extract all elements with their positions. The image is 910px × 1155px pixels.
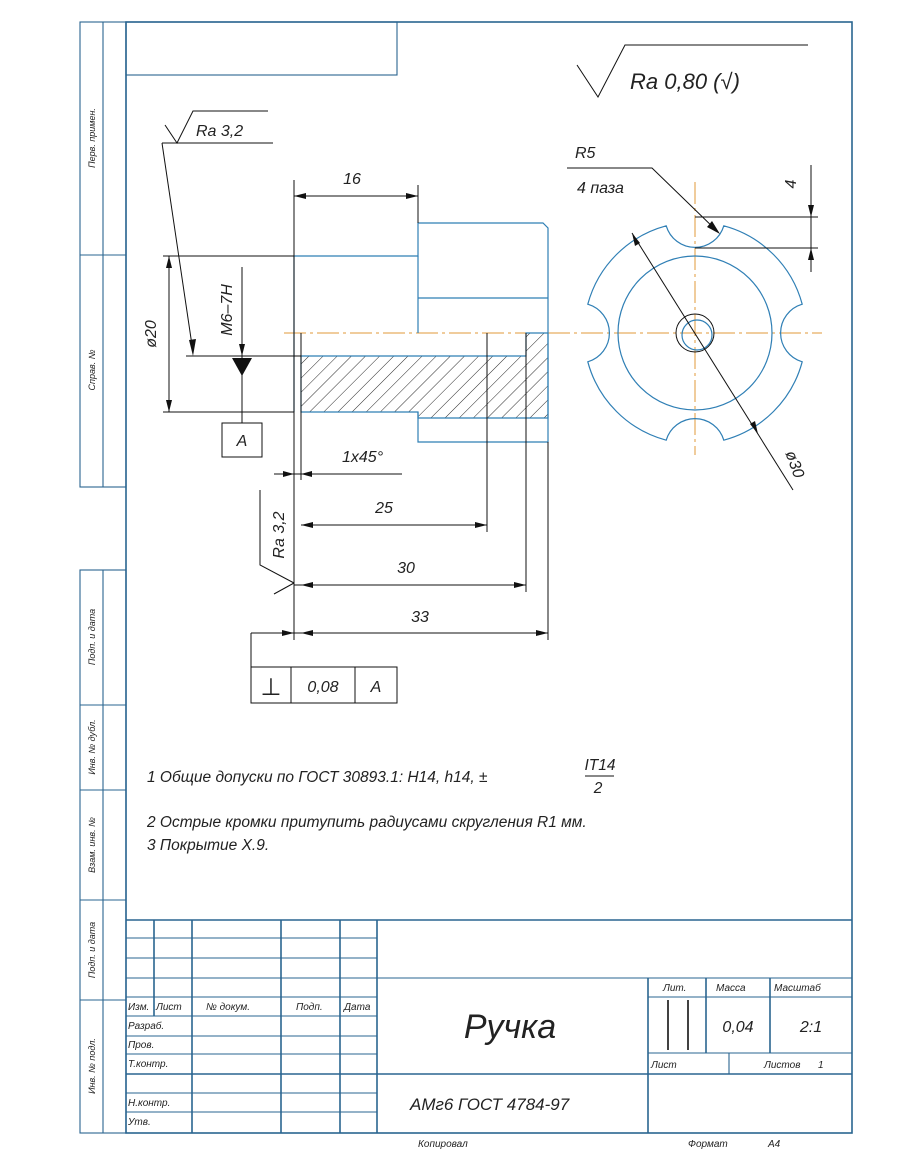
mass-value: 0,04 (722, 1019, 753, 1036)
margin-label: Подп. и дата (87, 922, 97, 978)
hatched-section (300, 332, 549, 419)
roughness-face: Ra 3,2 (259, 490, 295, 595)
material: АМг6 ГОСТ 4784-97 (409, 1095, 570, 1114)
col-header: Изм. (128, 1002, 149, 1013)
thread-label: M6–7H (219, 284, 236, 336)
note-3: 3 Покрытие Х.9. (147, 837, 269, 854)
dimension-label: 25 (374, 500, 393, 517)
perpendicularity-symbol: ⊥ (261, 674, 282, 701)
dimension-label: 4 (783, 179, 800, 188)
end-view: R5 4 паза 4 ø30 (567, 145, 818, 491)
roughness-label: Ra 0,80 (√) (630, 69, 740, 94)
dimension-chamfer: 1x45° (274, 449, 402, 477)
dimension-label: 30 (397, 560, 415, 577)
note-1-fraction-den: 2 (593, 780, 603, 797)
sheets-value: 1 (818, 1060, 824, 1071)
general-roughness: Ra 0,80 (√) (576, 44, 808, 98)
technical-notes: 1 Общие допуски по ГОСТ 30893.1: H14, h1… (146, 757, 616, 854)
col-header: № докум. (206, 1002, 250, 1013)
dimension-30: 30 (294, 560, 526, 588)
role-label: Т.контр. (128, 1059, 168, 1070)
note-1-fraction-num: IT14 (584, 757, 615, 774)
role-label: Н.контр. (128, 1098, 170, 1109)
dimension-16: 16 (294, 171, 418, 199)
dimension-label: 33 (411, 609, 429, 626)
section-view (163, 180, 549, 640)
tolerance-value: 0,08 (307, 679, 338, 696)
role-label: Разраб. (128, 1020, 164, 1032)
scale-label: Масштаб (774, 982, 821, 994)
dimension-label: ø30 (782, 449, 807, 481)
role-label: Утв. (127, 1117, 151, 1128)
dimension-d20: ø20 (143, 256, 172, 412)
sheet-label: Лист (650, 1060, 677, 1071)
tolerance-frame: ⊥ 0,08 A (250, 666, 398, 704)
margin-label: Перв. примен. (87, 108, 97, 168)
margin-label: Справ. № (87, 349, 97, 390)
format-value: A4 (767, 1139, 781, 1150)
note-2: 2 Острые кромки притупить радиусами скру… (146, 814, 587, 831)
col-header: Подп. (296, 1002, 323, 1013)
roughness-top: Ra 3,2 (161, 110, 273, 356)
scale-value: 2:1 (799, 1019, 822, 1036)
thread-datum: M6–7H A (219, 267, 263, 458)
col-header: Лист (155, 1002, 182, 1013)
note-1: 1 Общие допуски по ГОСТ 30893.1: H14, h1… (147, 769, 488, 786)
sheets-label: Листов (763, 1060, 800, 1071)
roughness-label: Ra 3,2 (271, 511, 288, 558)
role-label: Пров. (128, 1040, 154, 1051)
lit-label: Лит. (662, 983, 686, 994)
dimension-label: ø20 (143, 320, 160, 348)
radius-count-label: 4 паза (577, 180, 624, 197)
sheet-frame (79, 21, 853, 1134)
roughness-label: Ra 3,2 (196, 123, 243, 140)
margin-label: Инв. № дубл. (87, 719, 97, 774)
part-name: Ручка (464, 1008, 556, 1046)
col-header: Дата (343, 1002, 371, 1013)
datum-label: A (236, 433, 248, 450)
dimension-label: 1x45° (342, 449, 384, 466)
margin-label: Взам. инв. № (87, 817, 97, 873)
radius-label: R5 (575, 145, 596, 162)
copied-label: Копировал (418, 1139, 468, 1150)
margin-label: Подп. и дата (87, 609, 97, 665)
dimension-33: 33 (250, 609, 548, 667)
margin-labels: Перв. примен. Справ. № Подп. и дата Инв.… (87, 108, 97, 1094)
title-block: Изм. Лист № докум. Подп. Дата Разраб. Пр… (126, 919, 852, 1150)
dimension-25: 25 (301, 500, 487, 528)
tolerance-datum: A (370, 679, 382, 696)
margin-label: Инв. № подл. (87, 1038, 97, 1094)
mass-label: Масса (716, 983, 746, 994)
format-label: Формат (688, 1139, 728, 1150)
dimension-label: 16 (343, 171, 361, 188)
